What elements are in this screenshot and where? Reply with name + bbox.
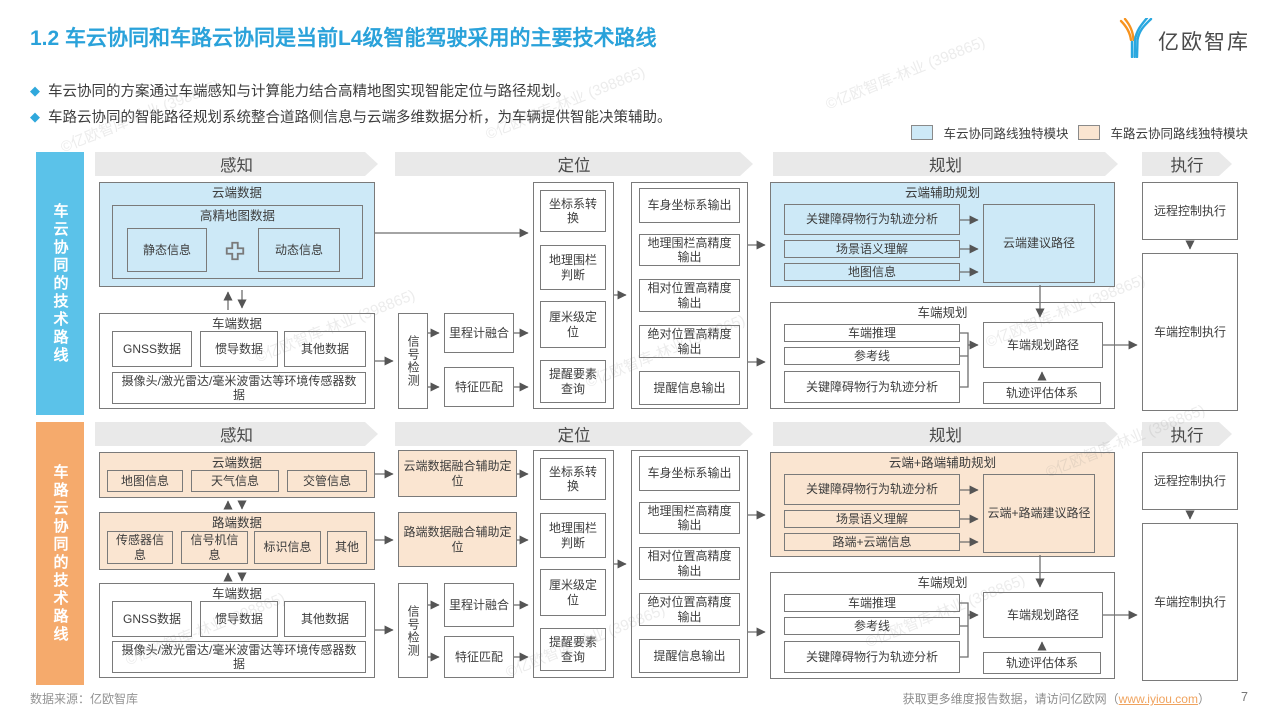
signal-detect-box: 信号检测 <box>398 583 428 678</box>
reference-line-box: 参考线 <box>784 347 960 365</box>
header-localization: 定位 <box>395 152 753 176</box>
obstacle-analysis-box: 关键障碍物行为轨迹分析 <box>784 204 960 235</box>
header-localization: 定位 <box>395 422 753 446</box>
footer-note: 获取更多维度报告数据，请访问亿欧网（www.iyiou.com） <box>903 690 1210 707</box>
output-geofence: 地理围栏高精度输出 <box>639 234 740 266</box>
bullet-2-text: 车路云协同的智能路径规划系统整合道路侧信息与云端多维数据分析，为车辆提供智能决策… <box>48 110 672 126</box>
output-absolute: 绝对位置高精度输出 <box>639 325 740 358</box>
section-cloud-side-label: 车云协同的技术路线 <box>36 152 84 415</box>
legend-blue-label: 车云协同路线独特模块 <box>943 127 1069 141</box>
feature-match-box: 特征匹配 <box>444 367 514 407</box>
static-info-box: 静态信息 <box>127 228 207 272</box>
bullet-1-text: 车云协同的方案通过车端感知与计算能力结合高精地图实现智能定位与路径规划。 <box>48 84 570 100</box>
output-geofence: 地理围栏高精度输出 <box>639 502 740 534</box>
legend-orange-swatch <box>1078 125 1101 140</box>
dynamic-info-box: 动态信息 <box>258 228 340 272</box>
cm-loc-box: 厘米级定位 <box>540 569 606 616</box>
env-sensor-box: 摄像头/激光雷达/毫米波雷达等环境传感器数据 <box>112 641 366 673</box>
data-source: 数据来源：亿欧智库 <box>30 692 139 706</box>
vehicle-infer-box: 车端推理 <box>784 324 960 342</box>
env-sensor-box: 摄像头/激光雷达/毫米波雷达等环境传感器数据 <box>112 372 366 404</box>
header-execution: 执行 <box>1142 422 1232 446</box>
output-body-coord: 车身坐标系输出 <box>639 456 740 491</box>
header-perception: 感知 <box>95 422 378 446</box>
legend: 车云协同路线独特模块 车路云协同路线独特模块 <box>911 123 1248 142</box>
logo: 亿欧智库 <box>1118 16 1250 63</box>
traffic-info-box: 交管信息 <box>287 470 367 492</box>
obstacle-analysis-box: 关键障碍物行为轨迹分析 <box>784 371 960 403</box>
cloud-road-suggest-path-box: 云端+路端建议路径 <box>983 474 1095 553</box>
remind-query-box: 提醒要素查询 <box>540 628 606 671</box>
odometry-box: 里程计融合 <box>444 313 514 353</box>
output-remind: 提醒信息输出 <box>639 371 740 405</box>
imu-box: 惯导数据 <box>200 331 278 367</box>
remote-control-box: 远程控制执行 <box>1142 182 1238 240</box>
geofence-box: 地理围栏判断 <box>540 245 606 290</box>
map-info-box: 地图信息 <box>784 263 960 281</box>
footer-note-prefix: 获取更多维度报告数据，请访问亿欧网（ <box>902 692 1119 706</box>
section-roadcloud-side-label: 车路云协同的技术路线 <box>36 422 84 685</box>
iyiou-link[interactable]: www.iyiou.com <box>1118 692 1198 706</box>
coord-transform-box: 坐标系转换 <box>540 190 606 232</box>
reference-line-box: 参考线 <box>784 617 960 635</box>
bullet-2: ◆ 车路云协同的智能路径规划系统整合道路侧信息与云端多维数据分析，为车辆提供智能… <box>30 106 672 127</box>
vehicle-control-box: 车端控制执行 <box>1142 253 1238 411</box>
logo-icon <box>1118 16 1154 63</box>
cm-loc-box: 厘米级定位 <box>540 301 606 348</box>
sensor-info-box: 传感器信息 <box>107 531 173 564</box>
road-fuse-loc-box: 路端数据融合辅助定位 <box>398 512 517 567</box>
traj-eval-box: 轨迹评估体系 <box>983 652 1101 674</box>
signal-machine-box: 信号机信息 <box>181 531 248 564</box>
page-number: 7 <box>1241 690 1248 704</box>
output-absolute: 绝对位置高精度输出 <box>639 593 740 626</box>
traj-eval-box: 轨迹评估体系 <box>983 382 1101 404</box>
diamond-bullet-icon: ◆ <box>30 108 40 124</box>
legend-blue-swatch <box>911 125 934 140</box>
other-data-box: 其他数据 <box>284 331 366 367</box>
remind-query-box: 提醒要素查询 <box>540 360 606 403</box>
scene-semantic-box: 场景语义理解 <box>784 510 960 528</box>
obstacle-analysis-box: 关键障碍物行为轨迹分析 <box>784 641 960 673</box>
footer-note-suffix: ） <box>1197 692 1210 706</box>
plus-icon <box>224 240 246 267</box>
scene-semantic-box: 场景语义理解 <box>784 240 960 258</box>
cloud-fuse-loc-box: 云端数据融合辅助定位 <box>398 450 517 497</box>
output-relative: 相对位置高精度输出 <box>639 279 740 312</box>
geofence-box: 地理围栏判断 <box>540 513 606 558</box>
header-planning: 规划 <box>773 422 1118 446</box>
vehicle-plan-path-box: 车端规划路径 <box>983 592 1103 638</box>
other-data-box: 其他数据 <box>284 601 366 637</box>
imu-box: 惯导数据 <box>200 601 278 637</box>
odometry-box: 里程计融合 <box>444 583 514 627</box>
map-info-box: 地图信息 <box>107 470 183 492</box>
coord-transform-box: 坐标系转换 <box>540 458 606 500</box>
legend-orange-label: 车路云协同路线独特模块 <box>1110 127 1248 141</box>
weather-info-box: 天气信息 <box>191 470 279 492</box>
output-body-coord: 车身坐标系输出 <box>639 188 740 223</box>
page-title: 1.2 车云协同和车路云协同是当前L4级智能驾驶采用的主要技术路线 <box>30 27 657 50</box>
header-execution: 执行 <box>1142 152 1232 176</box>
vehicle-infer-box: 车端推理 <box>784 594 960 612</box>
logo-text: 亿欧智库 <box>1158 30 1250 54</box>
gnss-box: GNSS数据 <box>112 601 192 637</box>
other-box: 其他 <box>327 531 367 564</box>
gnss-box: GNSS数据 <box>112 331 192 367</box>
diamond-bullet-icon: ◆ <box>30 82 40 98</box>
vehicle-plan-path-box: 车端规划路径 <box>983 322 1103 368</box>
watermark: ©亿欧智库-林业 (398865) <box>483 63 648 144</box>
vehicle-control-box: 车端控制执行 <box>1142 523 1238 681</box>
signal-detect-box: 信号检测 <box>398 313 428 409</box>
feature-match-box: 特征匹配 <box>444 636 514 678</box>
cloud-suggest-path-box: 云端建议路径 <box>983 204 1095 283</box>
header-perception: 感知 <box>95 152 378 176</box>
obstacle-analysis-box: 关键障碍物行为轨迹分析 <box>784 474 960 505</box>
marker-info-box: 标识信息 <box>254 531 321 564</box>
header-planning: 规划 <box>773 152 1118 176</box>
output-relative: 相对位置高精度输出 <box>639 547 740 580</box>
road-cloud-info-box: 路端+云端信息 <box>784 533 960 551</box>
watermark: ©亿欧智库-林业 (398865) <box>823 33 988 114</box>
output-remind: 提醒信息输出 <box>639 639 740 673</box>
bullet-1: ◆ 车云协同的方案通过车端感知与计算能力结合高精地图实现智能定位与路径规划。 <box>30 80 570 101</box>
remote-control-box: 远程控制执行 <box>1142 452 1238 510</box>
